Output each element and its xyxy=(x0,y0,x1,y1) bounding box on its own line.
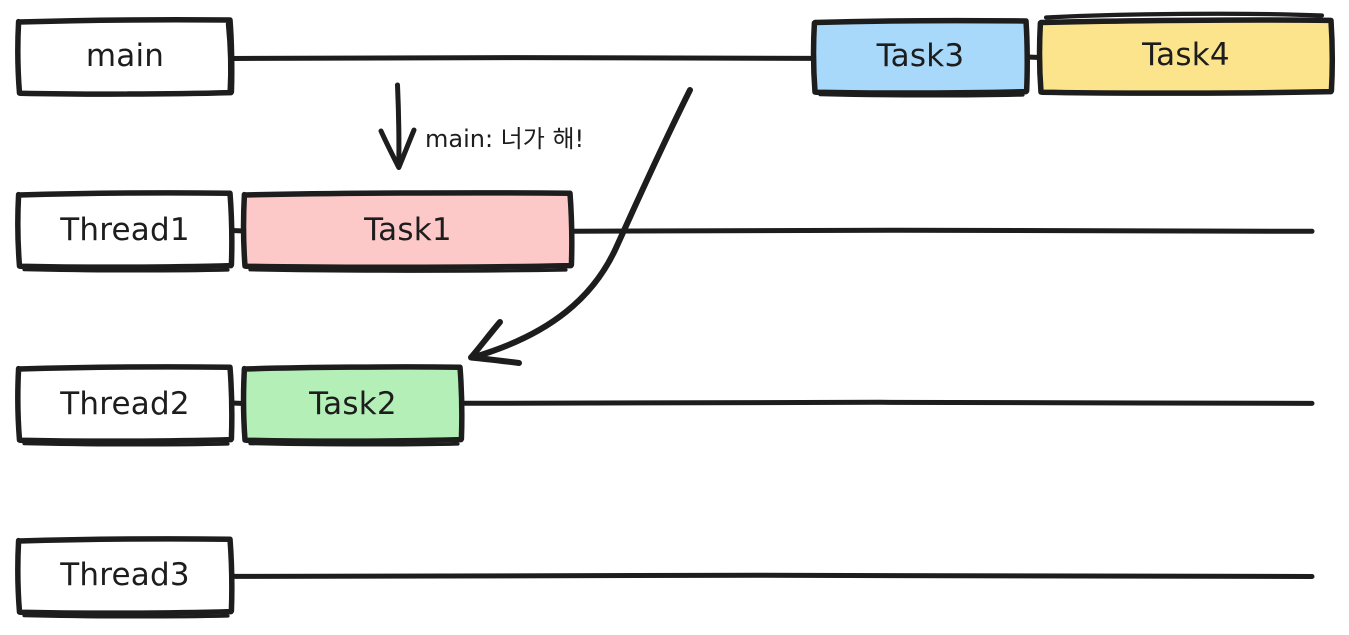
task-box-task2-outline xyxy=(240,364,465,444)
task-box-task2-outline-overstroke xyxy=(248,442,460,447)
task-box-task3[interactable] xyxy=(810,17,1030,98)
dispatch-curved-arrow-head xyxy=(468,319,522,366)
lane-box-thread3-fill xyxy=(19,538,232,613)
lane-box-main-outline xyxy=(15,17,235,97)
task-box-task1-outline-overstroke xyxy=(248,268,568,273)
timeline-thread2 xyxy=(459,399,1315,406)
task-box-task1-outline xyxy=(240,190,575,271)
task-box-task3-outline xyxy=(810,17,1030,96)
dispatch-down-arrow-shaft xyxy=(395,82,402,170)
dispatch-down-arrow xyxy=(378,82,417,170)
timeline-thread1 xyxy=(569,227,1315,234)
timeline-thread3 xyxy=(229,572,1315,579)
dispatch-curved-arrow xyxy=(468,87,693,366)
task-box-task4[interactable] xyxy=(1036,11,1335,96)
timeline-main xyxy=(229,55,817,61)
lane-box-main-fill xyxy=(19,19,232,94)
annotation-handoff-note: main: 너가 해! xyxy=(425,125,585,153)
dispatch-down-arrow-head xyxy=(378,127,417,170)
task-box-task1-fill xyxy=(245,192,572,267)
lane-box-thread1-fill xyxy=(19,192,232,267)
lane-box-thread3-outline xyxy=(15,536,235,616)
lane-box-thread2-outline-overstroke xyxy=(22,442,230,447)
task-box-task4-fill xyxy=(1041,19,1332,93)
lane-box-thread1-outline-overstroke xyxy=(22,268,230,273)
lane-box-thread1[interactable] xyxy=(15,190,235,273)
lane-timelines xyxy=(229,55,1315,579)
lane-box-thread2-outline xyxy=(15,364,235,444)
lane-box-thread2-fill xyxy=(19,366,232,441)
lane-box-thread2[interactable] xyxy=(15,364,235,447)
lane-box-main-outline-overstroke xyxy=(225,22,232,92)
task-box-task4-top-overstroke xyxy=(1043,11,1325,20)
task-box-task3-outline-overstroke xyxy=(818,93,1025,98)
lane-box-thread3-outline-overstroke xyxy=(22,614,230,619)
task-box-task2-fill xyxy=(245,366,462,441)
lane-box-thread1-outline xyxy=(15,190,235,270)
dispatch-curved-arrow-shaft xyxy=(471,87,693,360)
task-box-task4-outline xyxy=(1036,17,1335,96)
lane-box-main[interactable] xyxy=(15,17,235,97)
task-box-task1[interactable] xyxy=(240,190,575,273)
lane-box-thread3[interactable] xyxy=(15,536,235,619)
task-box-task3-fill xyxy=(815,20,1027,93)
task-box-task2[interactable] xyxy=(240,364,465,447)
